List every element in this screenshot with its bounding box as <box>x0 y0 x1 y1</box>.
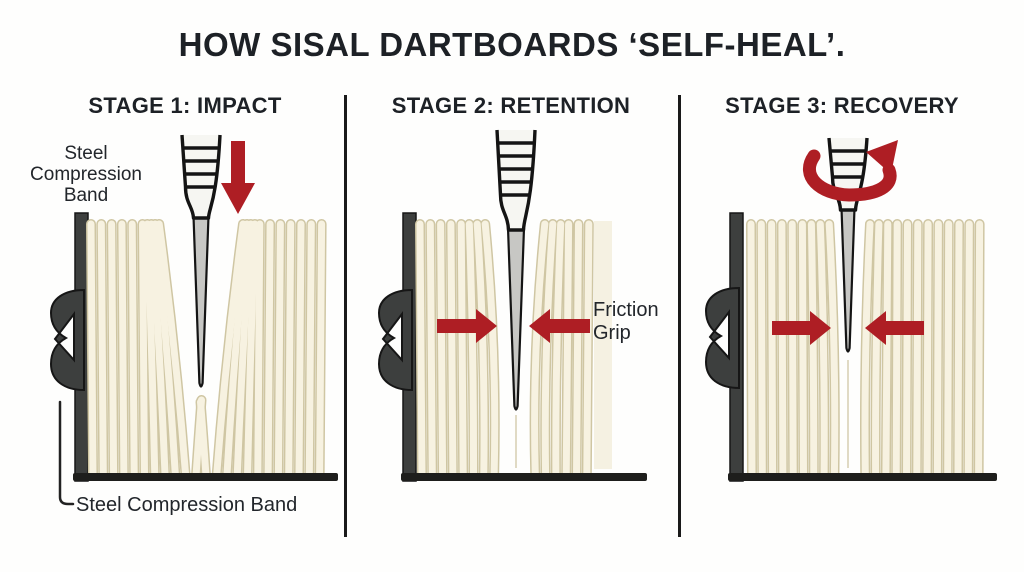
dart-point <box>506 226 526 411</box>
page-title: HOW SISAL DARTBOARDS ‘SELF-HEAL’. <box>178 26 846 63</box>
sisal-fibers <box>415 219 594 481</box>
compression-band-clamp-icon <box>49 288 85 392</box>
steel-band-label-top: Steel Compression Band <box>14 143 158 206</box>
board-baseline <box>728 473 997 481</box>
impact-down-arrow-icon <box>221 141 255 214</box>
stage-1-header: STAGE 1: IMPACT <box>88 93 282 118</box>
twist-extract-arrow-icon <box>803 140 898 202</box>
panel-divider-1 <box>344 95 347 537</box>
board-baseline <box>73 473 338 481</box>
sisal-fibers <box>746 219 985 481</box>
steel-band-label-line3: Band <box>63 185 109 206</box>
steel-band-label-line1: Steel <box>64 143 108 164</box>
stage-3-illustration <box>704 137 997 482</box>
friction-grip-line2: Grip <box>593 322 631 344</box>
stage-3-header: STAGE 3: RECOVERY <box>725 93 959 118</box>
dart <box>180 134 222 388</box>
compression-band-clamp-icon <box>377 288 413 392</box>
dart-barrel <box>182 135 220 218</box>
dart <box>495 129 537 411</box>
steel-band-label-line2: Compression <box>30 164 142 185</box>
stage-2-header: STAGE 2: RETENTION <box>391 93 631 118</box>
friction-grip-line1: Friction <box>593 299 659 321</box>
fiber-block-shadow <box>594 221 612 469</box>
friction-grip-arrows-icon <box>437 309 590 343</box>
board-baseline <box>401 473 647 481</box>
dart-point <box>192 214 210 388</box>
dart-point <box>840 206 856 353</box>
stage-1-illustration <box>49 134 338 482</box>
dart-barrel <box>497 130 535 230</box>
stage-2-illustration <box>377 129 647 482</box>
compression-band-clamp-icon <box>704 286 740 390</box>
band-label-leader-line <box>58 400 75 506</box>
friction-grip-label: Friction Grip <box>593 299 659 345</box>
steel-band-label-bottom: Steel Compression Band <box>76 494 298 516</box>
sisal-fibers <box>86 219 327 481</box>
panel-divider-2 <box>678 95 681 537</box>
recovery-close-arrows-icon <box>772 311 924 345</box>
